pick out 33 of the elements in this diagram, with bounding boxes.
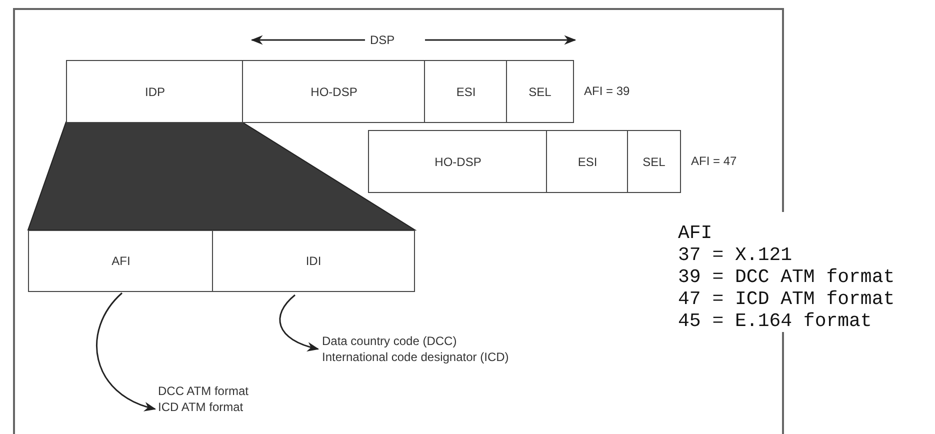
field-box bbox=[506, 60, 574, 123]
field-box bbox=[368, 130, 548, 193]
field-box bbox=[242, 60, 426, 123]
expansion-shape bbox=[27, 122, 417, 230]
annotation-text: ICD ATM format bbox=[158, 399, 244, 415]
field-box bbox=[66, 60, 244, 123]
field-label: AFI bbox=[112, 254, 130, 268]
curved-arrow bbox=[96, 292, 156, 410]
field-label: HO-DSP bbox=[310, 84, 358, 98]
annotation-text: International code designator (ICD) bbox=[322, 349, 509, 365]
field-label: ESI bbox=[578, 154, 598, 168]
field-box bbox=[424, 60, 508, 123]
curved-arrow bbox=[279, 294, 320, 351]
field-label: IDI bbox=[306, 254, 322, 268]
field-box bbox=[627, 130, 681, 193]
field-label: SEL bbox=[642, 154, 666, 168]
field-box bbox=[546, 130, 629, 193]
field-label: ESI bbox=[456, 84, 476, 98]
note-line: AFI bbox=[678, 222, 712, 244]
field-box bbox=[28, 230, 214, 292]
note-line: 45 = E.164 format bbox=[678, 310, 872, 332]
address-note: AFI = 39 bbox=[584, 84, 630, 98]
note-line: 39 = DCC ATM format bbox=[678, 266, 895, 288]
note-line: 47 = ICD ATM format bbox=[678, 288, 895, 310]
address-note: AFI = 47 bbox=[691, 154, 737, 168]
field-label: SEL bbox=[528, 84, 552, 98]
annotation-text: Data country code (DCC) bbox=[322, 333, 458, 349]
field-label: IDP bbox=[144, 84, 165, 98]
field-box bbox=[212, 230, 415, 292]
annotation-text: DCC ATM format bbox=[158, 383, 248, 399]
note-line: 37 = X.121 bbox=[678, 244, 792, 266]
dimension-label: DSP bbox=[370, 33, 395, 47]
field-label: HO-DSP bbox=[434, 154, 482, 168]
